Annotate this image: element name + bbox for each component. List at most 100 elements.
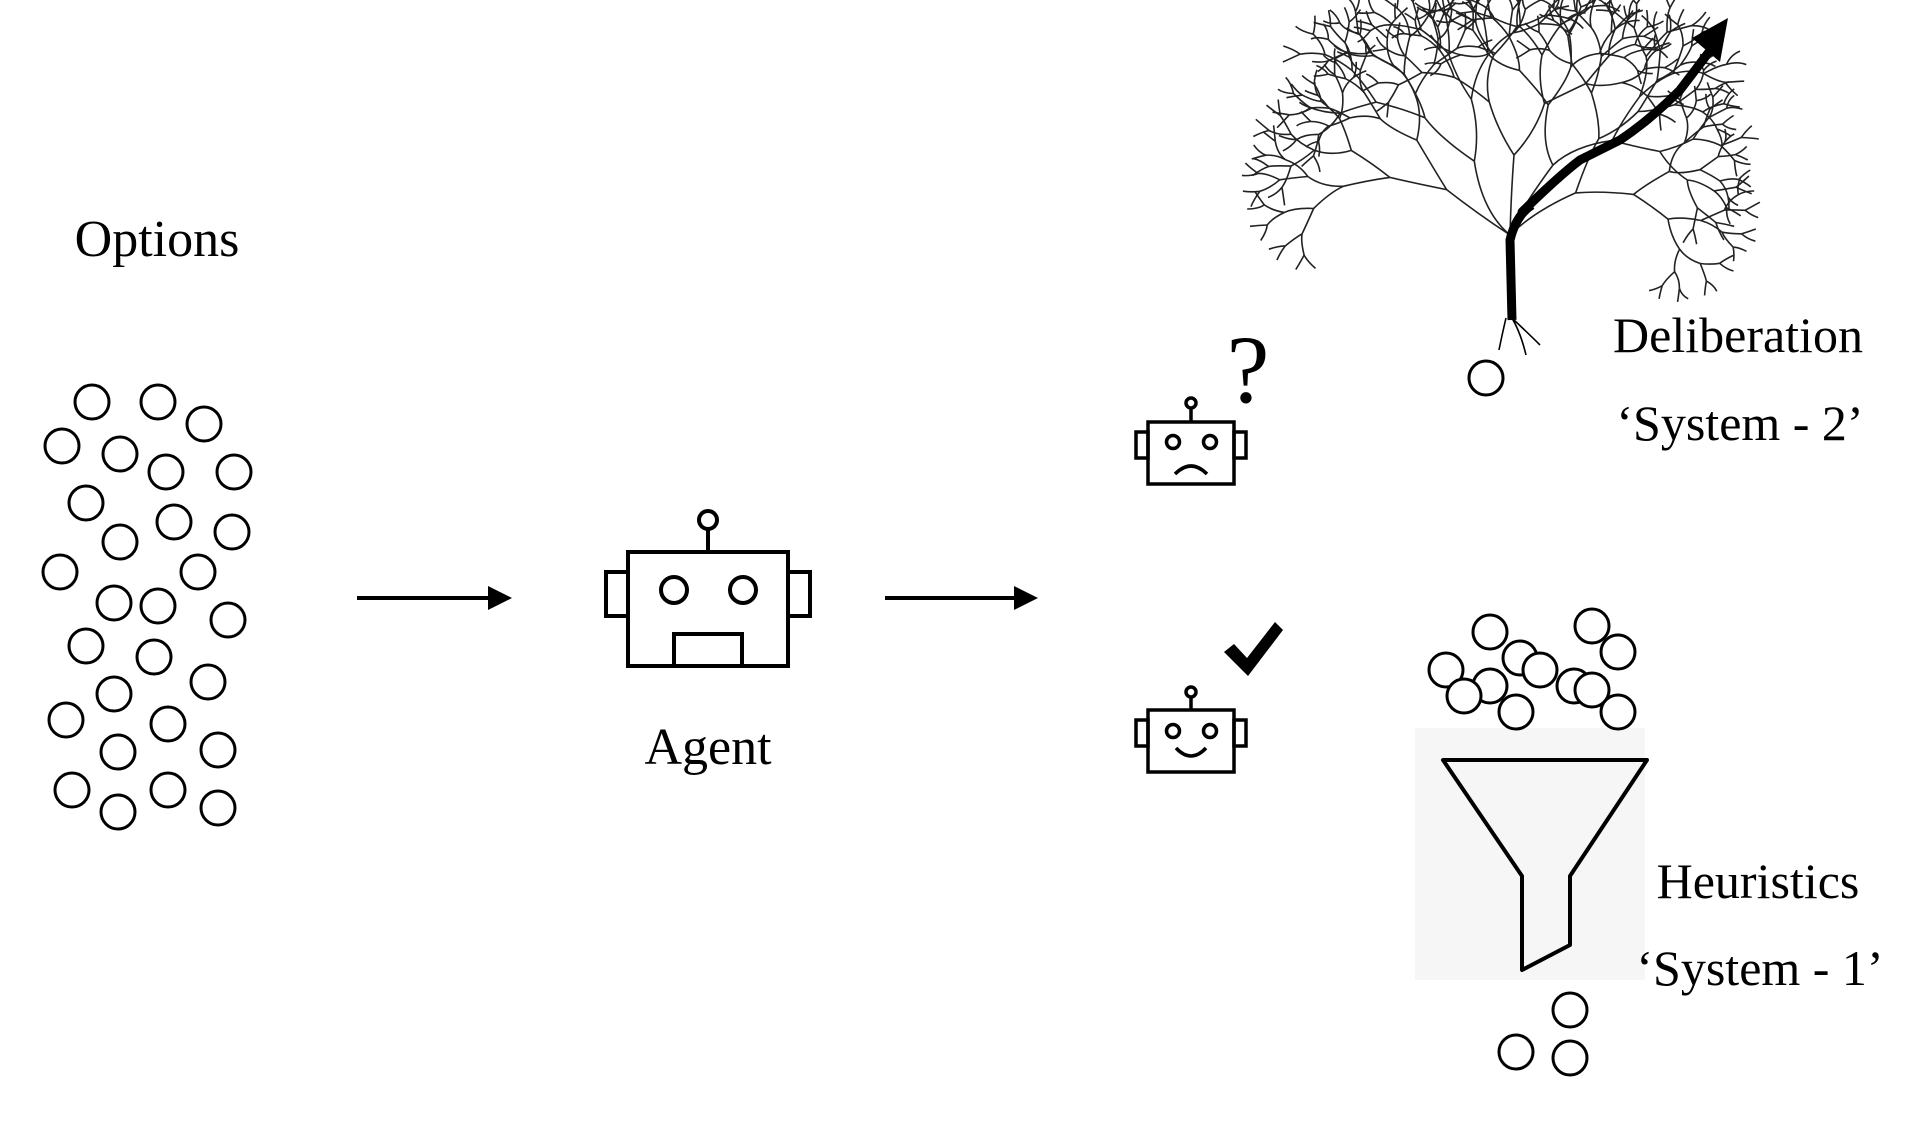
- tree-branch: [1700, 262, 1720, 265]
- tree-branch: [1252, 129, 1270, 138]
- tree-branch: [1424, 117, 1475, 162]
- option-circle: [67, 484, 105, 522]
- tree-branch: [1669, 22, 1686, 33]
- tree-branch: [1669, 0, 1676, 9]
- tree-branch: [1357, 30, 1372, 43]
- tree-branch: [1398, 71, 1423, 86]
- tree-branch: [1667, 217, 1701, 222]
- tree-branch: [1272, 111, 1290, 116]
- tree-branch: [1376, 101, 1390, 112]
- tree-branch: [1490, 16, 1510, 37]
- tree-branch: [1472, 10, 1492, 18]
- tree-branch: [1396, 0, 1399, 9]
- tree-branch: [1448, 54, 1472, 100]
- option-circle: [73, 383, 111, 421]
- tree-branch: [1709, 99, 1724, 110]
- tree-branch: [1737, 177, 1742, 195]
- tree-branch: [1252, 165, 1269, 177]
- tree-branch: [1642, 48, 1658, 52]
- tree-branch: [1508, 36, 1521, 71]
- tree-branch: [1452, 20, 1474, 31]
- tree-branch: [1441, 8, 1454, 22]
- tree-branch: [1521, 0, 1527, 10]
- tree-branch: [1343, 176, 1390, 187]
- tree-branch: [1658, 285, 1663, 300]
- tree-branch: [1473, 161, 1511, 236]
- tree-branch: [1301, 155, 1315, 167]
- tree-branch: [1548, 5, 1555, 21]
- tree-branch: [1386, 48, 1405, 57]
- tree-branch: [1385, 28, 1398, 39]
- tree-branch: [1281, 187, 1286, 206]
- tree-branch: [1412, 0, 1415, 3]
- option-circle: [149, 771, 187, 809]
- tree-branch: [1734, 159, 1751, 166]
- tree-branch: [1379, 118, 1418, 141]
- tree-branch: [1638, 56, 1648, 97]
- tree-branch: [1290, 83, 1303, 96]
- option-circle: [147, 453, 185, 491]
- tree-branch: [1623, 5, 1629, 20]
- funnel-icon: [1441, 758, 1649, 972]
- option-circle: [101, 523, 139, 561]
- tree-branch: [1536, 15, 1540, 33]
- tree-branch: [1726, 62, 1747, 66]
- tree-branch: [1568, 6, 1582, 32]
- tree-branch: [1457, 19, 1473, 31]
- decision-tree-icon: [1241, 0, 1761, 397]
- tree-branch: [1277, 88, 1294, 95]
- tree-branch: [1713, 190, 1728, 209]
- tree-branch: [1311, 106, 1330, 109]
- tree-branch: [1560, 8, 1586, 26]
- tree-branch: [1313, 149, 1352, 155]
- tree-branch: [1445, 0, 1454, 17]
- tree-branch: [1242, 190, 1260, 193]
- tree-branch: [1652, 11, 1658, 29]
- tree-branch: [1705, 93, 1711, 110]
- tree-branch: [1539, 13, 1555, 22]
- tree-branch: [1350, 149, 1391, 179]
- tree-branch: [1598, 110, 1639, 140]
- robot-icon: [604, 509, 812, 668]
- tree-branch: [1344, 21, 1350, 43]
- tree-branch: [1455, 11, 1473, 21]
- tree-branch: [1721, 231, 1742, 235]
- option-circle: [199, 789, 237, 827]
- tree-branch: [1552, 0, 1556, 9]
- tree-branch: [1436, 10, 1446, 28]
- tree-branch: [1440, 46, 1462, 56]
- tree-branch: [1327, 10, 1332, 27]
- tree-branch: [1508, 9, 1514, 37]
- tree-branch: [1674, 104, 1704, 113]
- tree-branch: [1733, 160, 1738, 177]
- option-circle: [199, 731, 237, 769]
- option-circle: [99, 733, 137, 771]
- tree-branch: [1696, 93, 1712, 102]
- tree-branch: [1715, 221, 1735, 228]
- tree-branch: [1387, 84, 1400, 103]
- option-circle: [99, 793, 137, 831]
- tree-branch: [1717, 141, 1726, 157]
- tree-branch: [1524, 0, 1543, 10]
- tree-branch: [1354, 11, 1359, 34]
- tree-branch: [1696, 207, 1717, 224]
- tree-branch: [1621, 19, 1629, 39]
- tree-branch: [1253, 144, 1267, 156]
- option-circle: [1551, 1039, 1589, 1077]
- tree-branch: [1357, 32, 1374, 56]
- tree-branch: [1648, 285, 1663, 292]
- tree-branch: [1363, 82, 1379, 92]
- tree-branch: [1661, 271, 1676, 287]
- tree-branch: [1653, 34, 1657, 52]
- tree-branch: [1470, 54, 1489, 100]
- tree-branch: [1339, 22, 1359, 34]
- tree-branch: [1724, 81, 1739, 97]
- tree-branch: [1472, 0, 1481, 10]
- tree-branch: [1359, 70, 1365, 94]
- tree-branch: [1715, 222, 1725, 241]
- tree-branch: [1299, 52, 1326, 56]
- tree-branch: [1421, 71, 1455, 79]
- tree-branch: [1692, 228, 1698, 245]
- tree-branch: [1571, 63, 1593, 94]
- tree-branch: [1592, 0, 1597, 5]
